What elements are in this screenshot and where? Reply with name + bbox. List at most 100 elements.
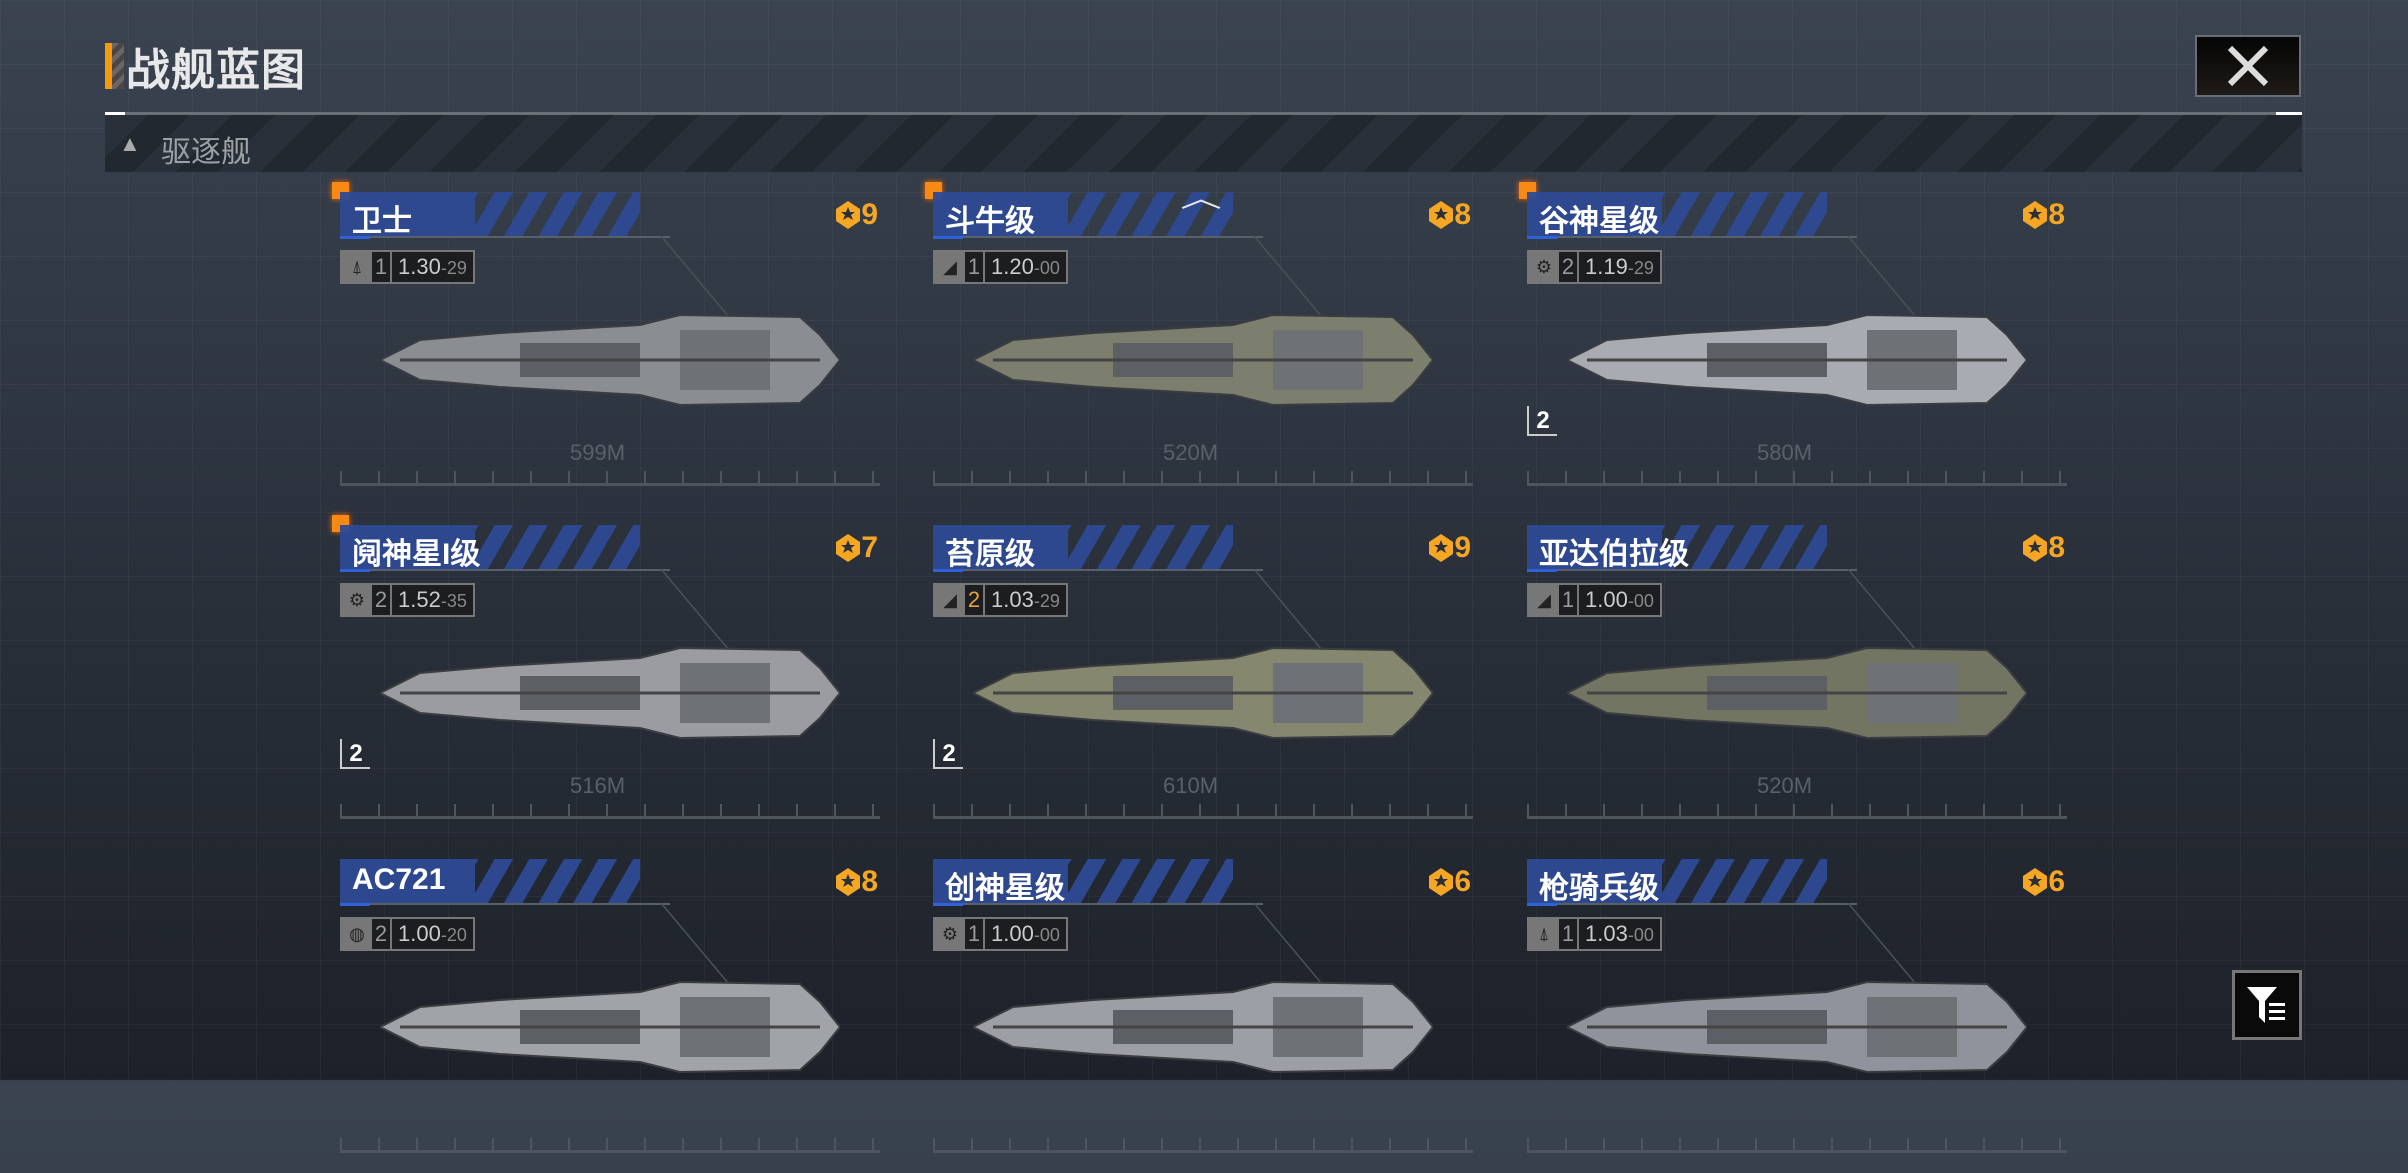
rank-star-icon xyxy=(836,868,861,896)
ruler-tick xyxy=(796,804,798,816)
ruler-tick xyxy=(492,1138,494,1150)
rating: 7 xyxy=(835,531,878,565)
rating-value: 7 xyxy=(861,531,878,564)
ruler-tick xyxy=(1009,471,1011,483)
ship-image xyxy=(973,980,1433,1074)
stat-suffix: -00 xyxy=(1627,925,1654,945)
ship-name: AC721 xyxy=(352,863,446,896)
stat-count: 2 xyxy=(372,919,392,949)
ship-name: 卫士 xyxy=(352,205,412,238)
category-bar[interactable]: ▲ 驱逐舰 xyxy=(105,112,2302,172)
stat-chip: ◢ 1 1.00-00 xyxy=(1527,583,1662,617)
rating: 6 xyxy=(1428,865,1471,899)
ruler-tick xyxy=(568,471,570,483)
ruler-tick xyxy=(1527,1138,1529,1150)
stat-count: 1 xyxy=(965,919,985,949)
scale-ruler xyxy=(933,1133,1473,1153)
ruler-tick xyxy=(416,804,418,816)
ship-card[interactable]: 枪骑兵级 6 ⍋ 1 1.03-00 xyxy=(1527,857,2067,1173)
ruler-tick xyxy=(1679,471,1681,483)
ship-image xyxy=(380,980,840,1074)
ruler-tick xyxy=(1237,1138,1239,1150)
ship-card[interactable]: 卫士 9 ⍋ 1 1.30-29 599M xyxy=(332,182,880,506)
ruler-tick xyxy=(340,471,342,483)
name-banner xyxy=(933,525,1233,569)
ruler-tick xyxy=(682,1138,684,1150)
title-accent xyxy=(105,43,112,89)
ship-length: 520M xyxy=(1757,773,1813,798)
rating-value: 8 xyxy=(2048,198,2065,231)
ruler-tick xyxy=(2059,804,2061,816)
stat-chip: ⚙ 2 1.19-29 xyxy=(1527,250,1662,284)
rating-value: 6 xyxy=(2048,865,2065,898)
ruler-tick xyxy=(1945,804,1947,816)
ruler-tick xyxy=(644,471,646,483)
jet-icon: ◢ xyxy=(935,252,965,282)
rating-value: 8 xyxy=(2048,531,2065,564)
tier-badge: 2 xyxy=(1527,406,1557,436)
ship-card[interactable]: 阋神星I级 7 ⚙ 2 1.52-35 2 516M xyxy=(332,515,880,839)
ruler-tick xyxy=(2021,471,2023,483)
ruler-tick xyxy=(796,1138,798,1150)
ruler-tick xyxy=(340,804,342,816)
filter-button[interactable] xyxy=(2232,970,2302,1040)
filter-icon xyxy=(2247,987,2285,1023)
ruler-tick xyxy=(1085,804,1087,816)
ruler-tick xyxy=(971,804,973,816)
stat-value: 1.00 xyxy=(398,921,441,946)
scale-ruler xyxy=(1527,1133,2067,1153)
ruler-tick xyxy=(1161,804,1163,816)
name-banner xyxy=(1527,859,1827,903)
ruler-tick xyxy=(1313,1138,1315,1150)
ruler-tick xyxy=(1427,804,1429,816)
ruler-tick xyxy=(872,1138,874,1150)
ruler-tick xyxy=(416,471,418,483)
ship-card[interactable]: 谷神星级 8 ⚙ 2 1.19-29 2 580M xyxy=(1519,182,2067,506)
ruler-tick xyxy=(1275,1138,1277,1150)
ruler-tick xyxy=(720,1138,722,1150)
ruler-tick xyxy=(1945,471,1947,483)
stat-count: 2 xyxy=(372,585,392,615)
ship-card[interactable]: 创神星级 6 ⚙ 1 1.00-00 xyxy=(933,857,1473,1173)
ship-card[interactable]: AC721 8 ◍ 2 1.00-20 xyxy=(340,857,880,1173)
tier-badge: 2 xyxy=(340,739,370,769)
ruler-tick xyxy=(1793,804,1795,816)
ship-card[interactable]: 苔原级 9 ◢ 2 1.03-29 2 610M xyxy=(933,523,1473,839)
ruler-tick xyxy=(758,1138,760,1150)
ship-card[interactable]: 斗牛级 8 ◢ 1 1.20-00 520M xyxy=(925,182,1473,506)
ruler-tick xyxy=(492,804,494,816)
ship-name: 斗牛级 xyxy=(945,205,1035,238)
ruler-tick xyxy=(1945,1138,1947,1150)
stat-suffix: -00 xyxy=(1033,258,1060,278)
ruler-tick xyxy=(1199,804,1201,816)
scroll-up-chevron-icon[interactable]: ︿ xyxy=(1180,183,1222,213)
rank-star-icon xyxy=(1429,534,1454,562)
stat-suffix: -00 xyxy=(1033,925,1060,945)
ruler-tick xyxy=(454,804,456,816)
ruler-tick xyxy=(1907,1138,1909,1150)
name-underline xyxy=(1527,236,1857,239)
ruler-tick xyxy=(1275,804,1277,816)
stat-suffix: -35 xyxy=(440,591,467,611)
ship-card[interactable]: 亚达伯拉级 8 ◢ 1 1.00-00 520M xyxy=(1527,523,2067,839)
ruler-tick xyxy=(2059,471,2061,483)
close-button[interactable] xyxy=(2195,35,2301,97)
ruler-tick xyxy=(1351,1138,1353,1150)
ship-length: 580M xyxy=(1757,440,1813,465)
ruler-tick xyxy=(933,804,935,816)
name-banner xyxy=(1527,192,1827,236)
ruler-tick xyxy=(1237,804,1239,816)
name-banner xyxy=(340,525,640,569)
ruler-tick xyxy=(1603,804,1605,816)
ruler-tick xyxy=(1161,1138,1163,1150)
stat-chip: ⍋ 1 1.30-29 xyxy=(340,250,475,284)
scale-ruler xyxy=(1527,466,2067,486)
name-underline xyxy=(340,569,670,572)
ruler-tick xyxy=(1199,1138,1201,1150)
ruler-tick xyxy=(758,804,760,816)
ruler-tick xyxy=(416,1138,418,1150)
ruler-tick xyxy=(1275,471,1277,483)
stat-value: 1.19 xyxy=(1585,254,1628,279)
ship-image xyxy=(380,313,840,407)
scale-ruler xyxy=(933,466,1473,486)
